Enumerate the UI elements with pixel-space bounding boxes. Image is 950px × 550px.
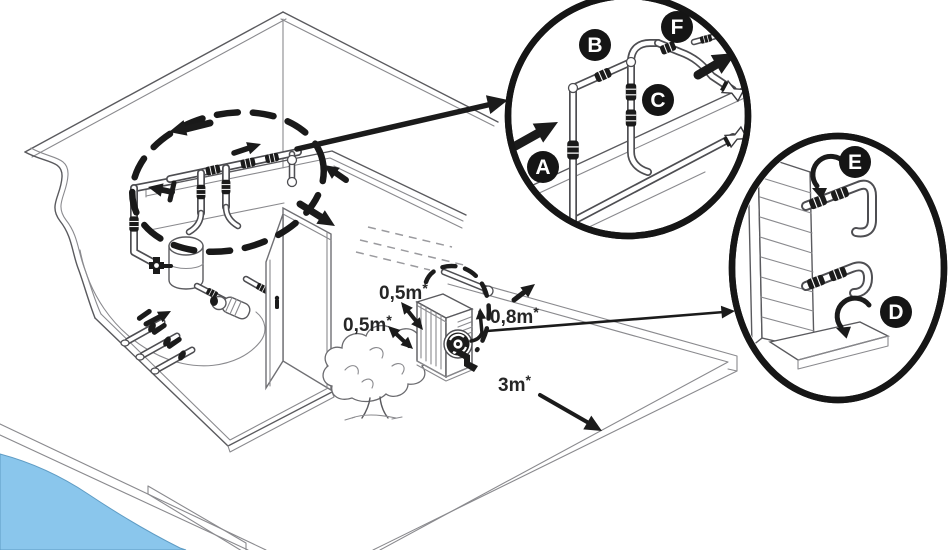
badge-c: C [642, 84, 674, 116]
side-louvers [457, 316, 473, 338]
flow-arrows-room [146, 119, 539, 303]
room-walls [24, 11, 499, 453]
detail-flow-arrows [511, 43, 742, 154]
badge-b: B [579, 29, 611, 61]
clearance-arrow-side [384, 321, 417, 354]
clearance-label-blowout: 3m* [498, 372, 531, 396]
hydraulic-detail-callout [504, 0, 752, 240]
pipe-union [286, 154, 298, 166]
rotation-ccw-arrow-d [833, 295, 872, 339]
clearance-arrow-front [469, 307, 487, 343]
svg-text:F: F [671, 16, 684, 39]
clearance-arrow-blowout [538, 393, 606, 438]
callout-leader-unit [485, 304, 736, 333]
clearance-label-front: 0,8m* [490, 304, 539, 328]
pit-parapet-wall [145, 150, 467, 231]
pool-curb [147, 485, 247, 550]
detail-connection-d [801, 261, 873, 298]
pipe-union [286, 176, 298, 188]
callout-leader-manifold [294, 90, 511, 152]
clearance-dimensions: 0,5m* 0,5m* 0,8m* 3m* [343, 280, 606, 438]
badge-a: A [527, 151, 559, 183]
badge-f: F [661, 11, 693, 43]
door-handle [274, 295, 280, 309]
valve-coupling [196, 184, 206, 200]
door-leaf [265, 213, 284, 391]
door-wall [265, 206, 332, 392]
clearance-label-above: 0,5m* [379, 280, 428, 304]
condensate-elbow [455, 349, 478, 372]
clearance-label-side: 0,5m* [343, 312, 392, 336]
sand-filter [149, 236, 204, 290]
valve-coupling [128, 215, 140, 233]
airflow-dashes [355, 226, 469, 271]
air-recirculation-arc [423, 263, 492, 353]
svg-text:E: E [848, 151, 862, 174]
badge-e: E [839, 146, 871, 178]
plant-room [24, 11, 499, 453]
dashed-highlight-ellipse [129, 108, 327, 256]
unit-detail-callout [728, 132, 948, 404]
detail-connection-e [801, 179, 877, 238]
tree [322, 325, 430, 421]
circulation-pump [193, 275, 276, 320]
svg-text:B: B [587, 34, 602, 57]
svg-text:D: D [888, 301, 903, 324]
flow-arrow-pump [143, 305, 174, 327]
multiport-valve [149, 257, 173, 274]
heat-pump-unit [415, 263, 494, 382]
valve-coupling [221, 179, 231, 195]
clearance-arrow-above [396, 298, 428, 334]
wall-manifold-pipes [128, 148, 302, 268]
component-badges: A B C F E D [527, 11, 912, 328]
equipment-pit-rim [79, 249, 266, 367]
front-grille [417, 304, 447, 370]
badge-d: D [880, 296, 912, 328]
svg-text:C: C [650, 89, 665, 112]
detail-pipes [556, 32, 745, 232]
ground-slab [372, 275, 738, 550]
pool-water [0, 453, 187, 550]
svg-text:A: A [535, 156, 550, 179]
pool [0, 423, 267, 550]
detail-unit-panel [747, 153, 890, 370]
